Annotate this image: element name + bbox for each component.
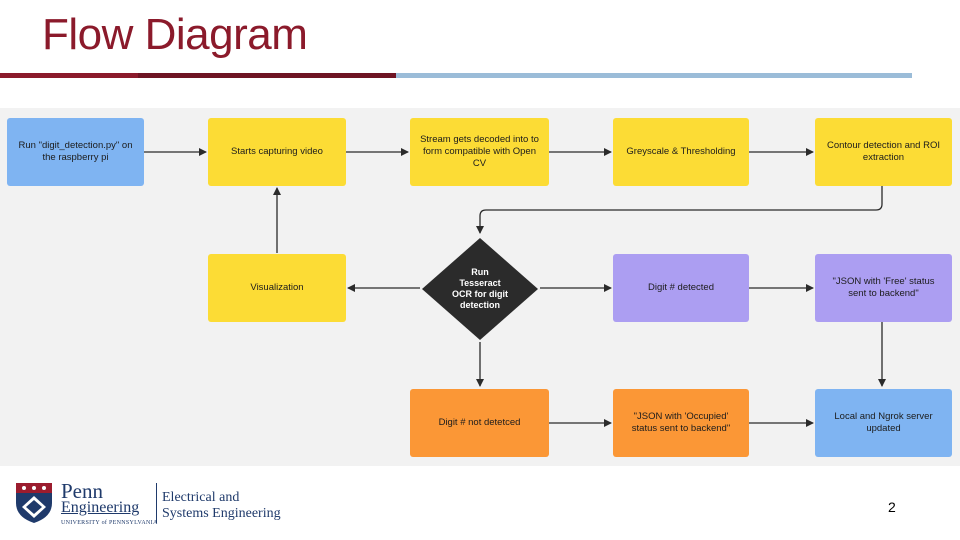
department-name: Electrical and Systems Engineering xyxy=(162,490,281,522)
slide-title: Flow Diagram xyxy=(42,10,308,59)
title-underline-blue xyxy=(396,73,912,78)
logo-university-text: UNIVERSITY of PENNSYLVANIA xyxy=(61,520,158,526)
department-line-2: Systems Engineering xyxy=(162,506,281,522)
node-digit-not-detected: Digit # not detetced xyxy=(410,389,549,457)
department-line-1: Electrical and xyxy=(162,490,240,505)
node-contour-roi: Contour detection and ROI extraction xyxy=(815,118,952,186)
node-tesseract-decision: Run Tesseract OCR for digit detection xyxy=(420,236,540,342)
node-json-occupied: "JSON with 'Occupied' status sent to bac… xyxy=(613,389,749,457)
logo-penn-text: Penn xyxy=(61,479,103,503)
penn-shield-icon xyxy=(16,483,52,523)
node-greyscale-thresholding: Greyscale & Thresholding xyxy=(613,118,749,186)
logo-divider xyxy=(156,483,157,523)
title-underline-dark xyxy=(138,73,396,78)
node-visualization: Visualization xyxy=(208,254,346,322)
node-digit-detected: Digit # detected xyxy=(613,254,749,322)
node-run-script: Run "digit_detection.py" on the raspberr… xyxy=(7,118,144,186)
edge-contour-to-tesseract xyxy=(476,186,883,234)
node-decode-stream: Stream gets decoded into to form compati… xyxy=(410,118,549,186)
decision-label: Run Tesseract OCR for digit detection xyxy=(452,267,508,310)
node-start-capture: Starts capturing video xyxy=(208,118,346,186)
decision-diamond-shape xyxy=(422,238,538,340)
penn-engineering-logo: Penn Engineering UNIVERSITY of PENNSYLVA… xyxy=(14,481,294,529)
logo-engineering-text: Engineering xyxy=(61,499,140,516)
node-server-updated: Local and Ngrok server updated xyxy=(815,389,952,457)
page-number: 2 xyxy=(888,499,896,515)
node-json-free: "JSON with 'Free' status sent to backend… xyxy=(815,254,952,322)
